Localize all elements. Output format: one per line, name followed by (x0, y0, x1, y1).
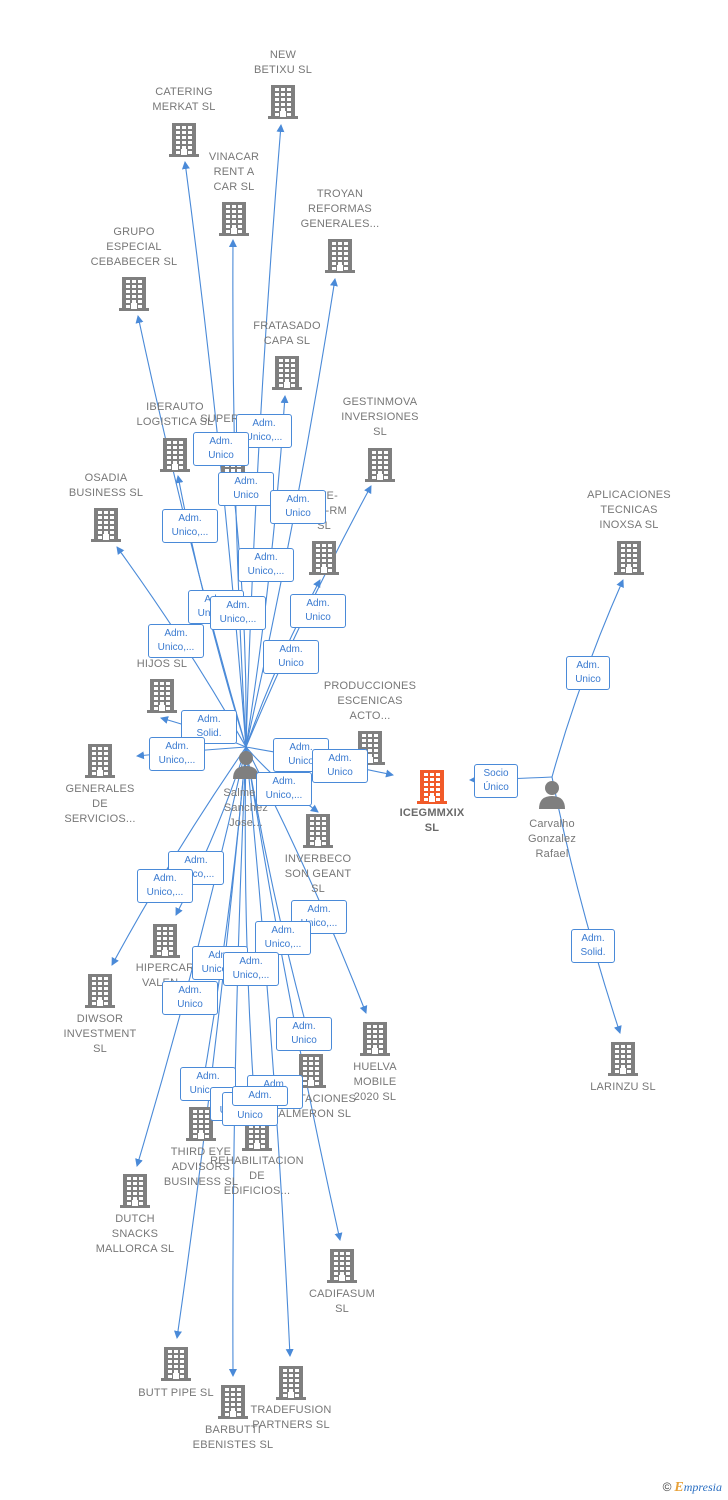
empresia-brand[interactable]: ©Empresia (663, 1480, 722, 1496)
node-label: BARBUTTI EBENISTES SL (192, 1424, 274, 1451)
edge-carvalho-28 (551, 776, 622, 1034)
role-badge[interactable]: Adm. Unico,... (149, 737, 205, 771)
node-label: GRUPO ESPECIAL CEBABECER SL (90, 226, 178, 268)
node-label: VINACAR RENT A CAR SL (208, 151, 260, 193)
node-label: INVERBECO SON GEANT SL (284, 853, 352, 895)
node-label: FRATASADO CAPA SL (253, 320, 321, 347)
node-label: DIWSOR INVESTMENT SL (63, 1013, 137, 1055)
role-badge[interactable]: Adm. Unico (162, 981, 218, 1015)
role-badge[interactable]: Adm. Unico,... (162, 509, 218, 543)
role-badge[interactable]: Adm. Unico,... (210, 596, 266, 630)
node-label: NEW BETIXU SL (253, 49, 313, 76)
node-label: IBERAUTO LOGISTICA SL (136, 401, 214, 428)
node-label: THIRD EYE ADVISORS BUSINESS SL (163, 1146, 239, 1188)
role-badge[interactable]: Adm. Solid. (571, 929, 615, 963)
role-badge[interactable]: Adm. Unico (312, 749, 368, 783)
role-badge[interactable]: Adm. Unico,... (256, 772, 312, 806)
role-badge[interactable]: Adm. Unico (193, 432, 249, 466)
node-label: PRODUCCIONES ESCENICAS ACTO... (323, 680, 417, 722)
node-label: TRADEFUSION PARTNERS SL (250, 1404, 332, 1431)
node-label: Carvalho Gonzalez Rafael (527, 818, 577, 860)
node-label: OSADIA BUSINESS SL (68, 472, 144, 499)
role-badge[interactable]: Adm. (232, 1086, 288, 1106)
role-badge[interactable]: Adm. Solid. (181, 710, 237, 744)
copyright-symbol: © (662, 1480, 672, 1494)
role-badge[interactable]: Adm. Unico,... (148, 624, 204, 658)
edge-salmeron-24 (228, 746, 247, 1377)
edge-salmeron-25 (245, 746, 294, 1357)
role-badge[interactable]: Adm. Unico (218, 472, 274, 506)
edge-salmeron-22 (245, 746, 343, 1241)
brand-name: mpresia (683, 1480, 722, 1494)
role-badge[interactable]: Adm. Unico,... (137, 869, 193, 903)
node-label: CATERING MERKAT SL (152, 86, 216, 113)
role-badge[interactable]: Adm. Unico (263, 640, 319, 674)
node-label: HUELVA MOBILE 2020 SL (353, 1061, 397, 1103)
edge-salmeron-20 (244, 746, 259, 1111)
role-badge[interactable]: Adm. Unico (276, 1017, 332, 1051)
node-label: REHABILITACION DE EDIFICIOS... (210, 1155, 304, 1197)
role-badge[interactable]: Socio Único (474, 764, 518, 798)
node-label: ICEGMMXIX SL (399, 807, 465, 834)
node-label: CADIFASUM SL (309, 1288, 375, 1315)
role-badge[interactable]: Adm. Unico,... (223, 952, 279, 986)
node-label: TROYAN REFORMAS GENERALES... (300, 188, 380, 230)
node-label: APLICACIONES TECNICAS INOXSA SL (587, 489, 671, 531)
brand-initial: E (674, 1480, 684, 1495)
edge-salmeron-23 (174, 746, 247, 1339)
role-badge[interactable]: Adm. Unico (566, 656, 610, 690)
role-badge[interactable]: Adm. Unico (290, 594, 346, 628)
node-label: DUTCH SNACKS MALLORCA SL (95, 1213, 175, 1255)
role-badge[interactable]: Adm. Unico,... (255, 921, 311, 955)
node-label: GENERALES DE SERVICIOS... (64, 783, 136, 825)
role-badge[interactable]: Adm. Unico,... (238, 548, 294, 582)
node-label: GESTINMOVA INVERSIONES SL (341, 396, 419, 438)
role-badge[interactable]: Adm. Unico (270, 490, 326, 524)
node-label: LARINZU SL (590, 1081, 656, 1093)
node-label: BUTT PIPE SL (138, 1387, 214, 1399)
